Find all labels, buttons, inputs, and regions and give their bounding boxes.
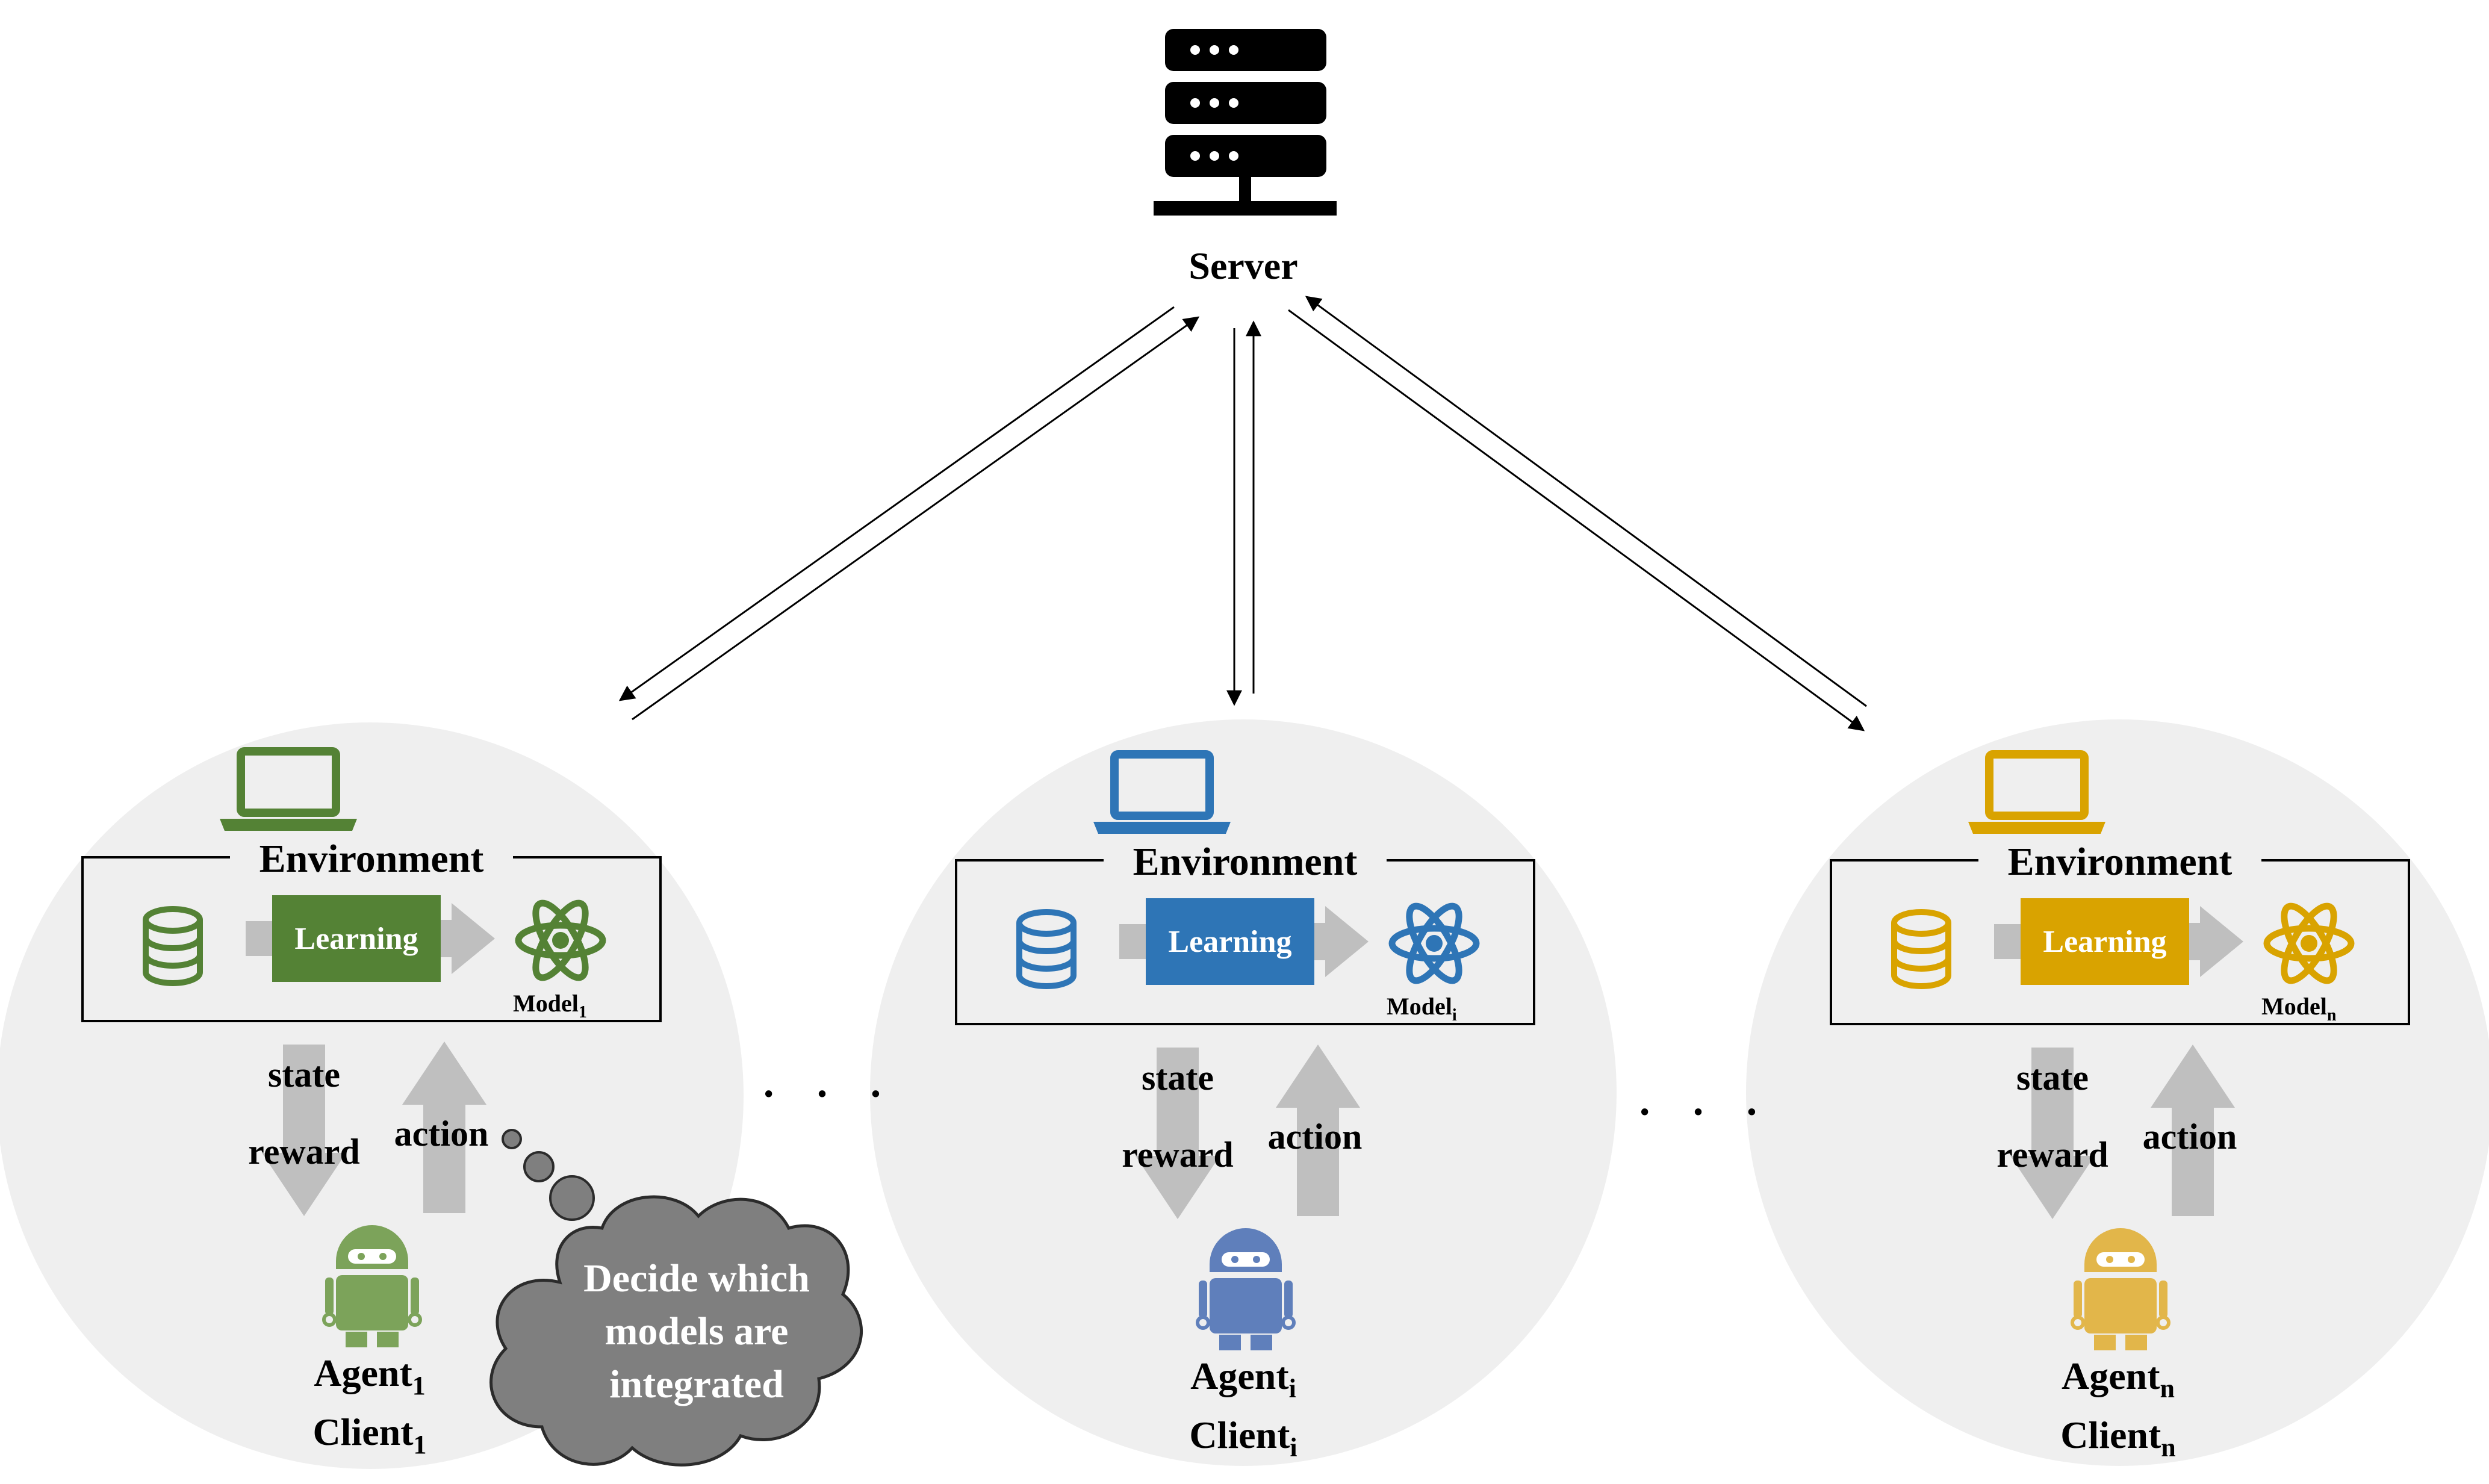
reward-label: reward [248,1132,360,1172]
client-subscript: 1 [414,1430,427,1459]
model-label: Modeli [1387,993,1457,1025]
thought-line-3: integrated [609,1362,784,1406]
environment-label: Environment [259,837,484,881]
model-subscript: 1 [579,1003,587,1022]
learning-label: Learning [294,922,418,956]
state-reward-arrow [262,1045,346,1216]
learning-label: Learning [2043,925,2166,959]
client-label: Clienti [1189,1414,1297,1462]
pipeline-arrow-in [246,921,275,956]
agent-label: Agentn [2062,1355,2175,1403]
pipeline-arrow-out [441,903,495,974]
thought-cloud [489,1195,863,1467]
communication-arrows [618,296,1867,731]
environment-label: Environment [1133,840,1358,884]
action-arrow [402,1042,486,1213]
action-label: action [1268,1117,1363,1156]
action-arrow [2151,1045,2235,1216]
state-label: state [268,1055,340,1094]
client-label: Client1 [312,1411,426,1459]
database-icon [1891,909,1951,989]
laptop-icon [220,747,357,831]
model-label: Model1 [513,990,587,1022]
database-icon [1016,909,1077,989]
robot-icon [322,1225,422,1347]
server-icon [1154,29,1337,216]
thought-line-2: models are [605,1309,789,1353]
thought-dot-large [549,1175,595,1221]
action-label: action [2143,1117,2237,1156]
environment-label: Environment [2008,840,2233,884]
state-reward-arrow [1136,1048,1220,1219]
learning-box [2021,898,2189,985]
arrow-client-1-to-server [632,316,1200,721]
learning-box [1146,898,1314,985]
ellipsis-1: · · · [762,1071,897,1117]
robot-icon [2071,1228,2170,1350]
agent-subscript: n [2160,1374,2175,1403]
state-label: state [2016,1058,2089,1097]
reward-label: reward [1122,1135,1234,1175]
thought-bubble: Decide which models are integrated [489,1129,863,1467]
agent-subscript: 1 [412,1371,426,1400]
model-label: Modeln [2261,993,2337,1025]
thought-dot-medium [523,1151,555,1182]
client-subscript: n [2161,1433,2175,1462]
server-label: Server [1189,244,1297,287]
atom-icon [515,899,606,981]
database-icon [143,906,203,986]
state-reward-arrow [2010,1048,2095,1219]
pipeline-arrow-in [1994,924,2023,959]
action-arrow [1276,1045,1360,1216]
atom-icon [2263,902,2355,984]
arrow-server-to-client-1 [618,306,1175,701]
client-label: Clientn [2060,1414,2176,1462]
reward-label: reward [1996,1135,2108,1175]
client-subscript: i [1290,1433,1297,1462]
learning-label: Learning [1168,925,1291,959]
thought-line-1: Decide which [583,1256,810,1300]
ellipsis-2: · · · [1638,1089,1773,1135]
action-label: action [394,1114,489,1153]
thought-dot-small [502,1129,522,1149]
state-label: state [1142,1058,1214,1097]
client-n-circle [1746,719,2489,1466]
model-subscript: n [2327,1006,2337,1025]
atom-icon [1388,902,1480,984]
pipeline-arrow-out [1314,906,1369,977]
arrow-server-to-client-n [1288,309,1865,731]
agent-subscript: i [1289,1374,1296,1403]
laptop-icon [1093,750,1231,834]
agent-label: Agenti [1190,1355,1296,1403]
pipeline-arrow-in [1119,924,1148,959]
model-subscript: i [1452,1006,1457,1025]
arrow-client-n-to-server [1305,296,1867,707]
learning-box [272,895,441,982]
laptop-icon [1968,750,2105,834]
client-i-circle [870,719,1617,1466]
agent-label: Agent1 [314,1352,426,1400]
pipeline-arrow-out [2189,906,2243,977]
robot-icon [1196,1228,1296,1350]
